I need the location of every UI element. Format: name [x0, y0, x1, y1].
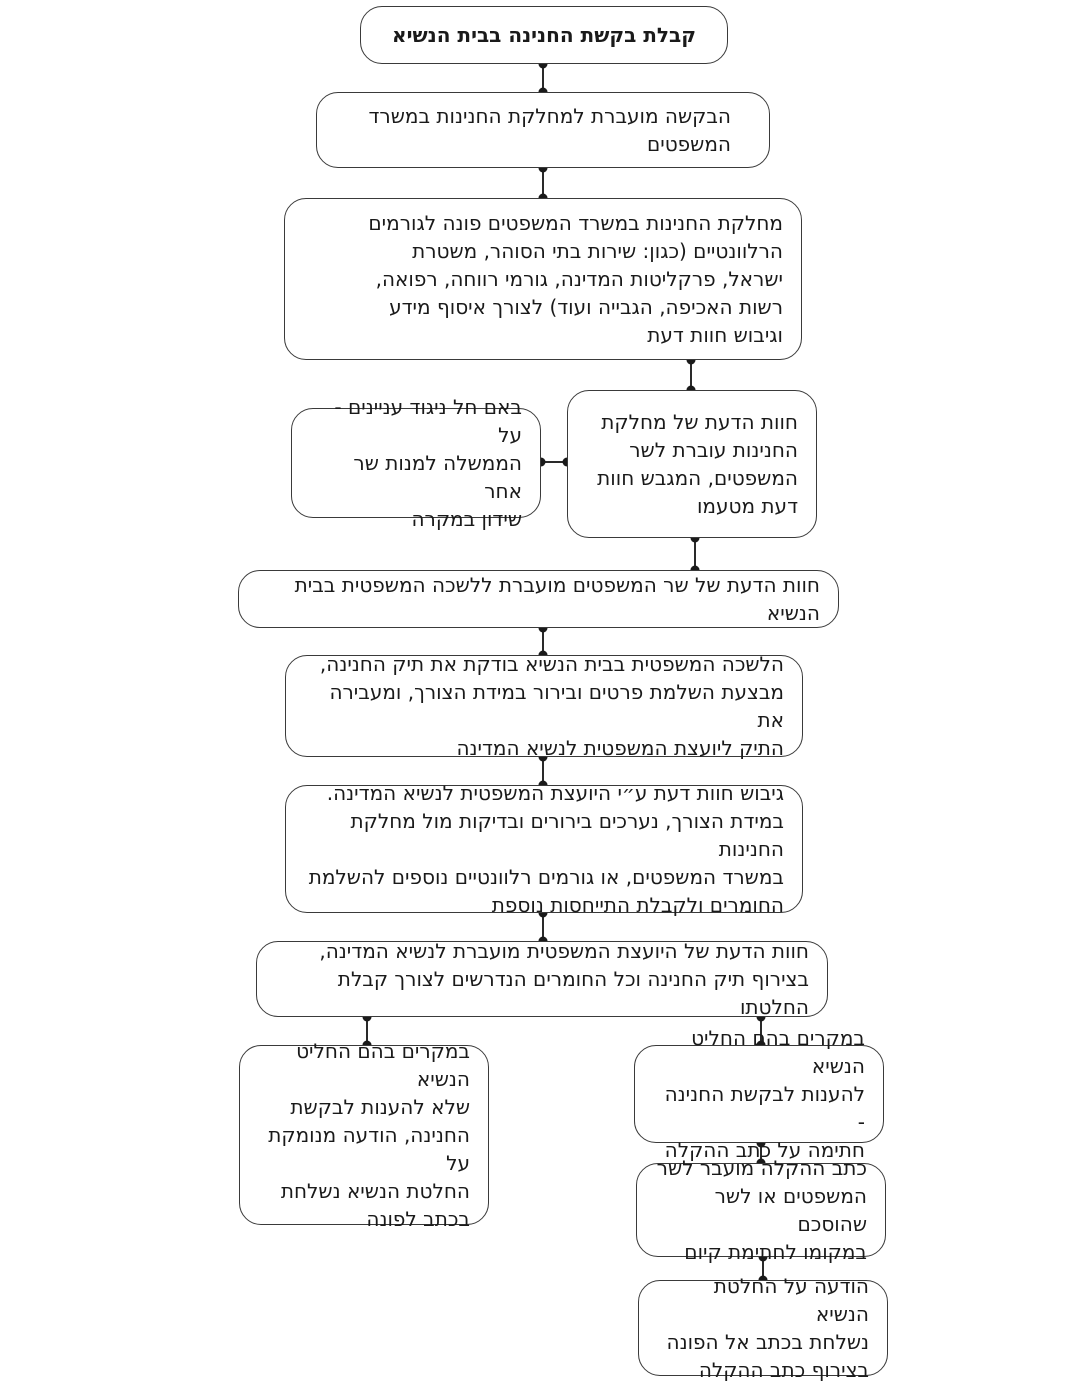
- node-transfer-to-pardons-dept: הבקשה מועברת למחלקת החנינות במשרד המשפטי…: [316, 92, 770, 168]
- node-conflict-of-interest: באם חל ניגוד עניינים - על הממשלה למנות ש…: [291, 395, 541, 531]
- node-pardon-denied: במקרים בהם החליט הנשיא שלא להענות לבקשת …: [239, 1039, 489, 1231]
- node-legal-advisor-opinion: גיבוש חוות דעת ע״י היועצת המשפטית לנשיא …: [285, 781, 803, 917]
- node-receive-request: קבלת בקשת החנינה בבית הנשיא: [360, 6, 728, 64]
- node-legal-bureau-review: הלשכה המשפטית בבית הנשיא בודקת את תיק הח…: [285, 652, 803, 760]
- node-pardon-granted: במקרים בהם החליט הנשיא להענות לבקשת החני…: [634, 1026, 884, 1162]
- node-notify-applicant: הודעה על החלטת הנשיא נשלחת בכתב אל הפונה…: [638, 1274, 888, 1382]
- node-to-president: חוות הדעת של היועצת המשפטית מועברת לנשיא…: [256, 939, 828, 1019]
- node-to-legal-bureau: חוות הדעת של שר המשפטים מועברת ללשכה המש…: [238, 570, 839, 628]
- node-justice-minister-opinion: חוות הדעת של מחלקת החנינות עוברת לשר המש…: [567, 390, 817, 538]
- node-relief-letter-to-minister: כתב ההקלה מועבר לשר המשפטים או לשר שהוסכ…: [636, 1156, 886, 1264]
- node-pardons-dept-consults: מחלקת החנינות במשרד המשפטים פונה לגורמים…: [284, 198, 802, 360]
